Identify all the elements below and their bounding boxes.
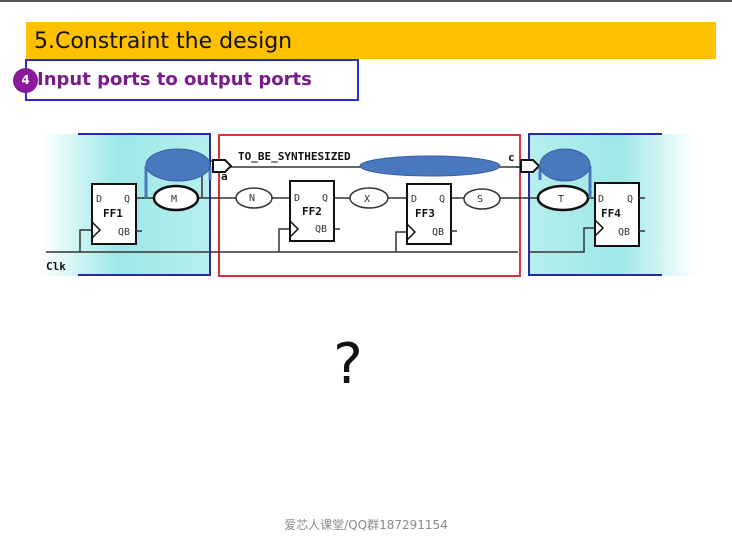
flip-flop-ff3: D Q FF3 QB xyxy=(406,183,457,245)
ff2-pin-qb: QB xyxy=(315,224,327,235)
footer-watermark: 爱芯人课堂/QQ群187291154 xyxy=(284,518,448,532)
logic-cloud-x: X xyxy=(349,187,389,209)
timing-diagram: a c TO_BE_SYNTHESIZED D Q FF1 QB D Q FF2… xyxy=(40,133,696,277)
slide-subtitle: Input ports to output ports xyxy=(25,59,359,101)
ff3-pin-q: Q xyxy=(439,194,445,205)
highlight-ellipse-input xyxy=(144,166,212,198)
ff1-pin-q: Q xyxy=(124,194,130,205)
ff4-pin-d: D xyxy=(598,194,604,205)
output-port-c-label: c xyxy=(508,151,515,164)
logic-cloud-m-label: M xyxy=(171,194,177,205)
ff2-name: FF2 xyxy=(302,205,322,218)
ff3-pin-d: D xyxy=(411,194,417,205)
ff1-pin-d: D xyxy=(96,194,102,205)
highlight-ellipse-input-top xyxy=(145,148,211,182)
logic-cloud-s: S xyxy=(463,188,501,210)
slide-title: 5.Constraint the design xyxy=(26,22,716,59)
question-mark: ? xyxy=(333,332,363,397)
ff2-pin-d: D xyxy=(294,193,300,204)
input-port-a xyxy=(212,159,233,173)
input-port-a-label: a xyxy=(221,170,228,183)
logic-cloud-s-label: S xyxy=(477,194,483,205)
ff1-name: FF1 xyxy=(103,207,123,220)
logic-cloud-m: M xyxy=(152,184,200,212)
output-port-c xyxy=(520,159,541,173)
logic-cloud-n-label: N xyxy=(249,193,255,204)
clock-label: Clk xyxy=(46,260,66,273)
ff4-name: FF4 xyxy=(601,207,621,220)
flip-flop-ff2: D Q FF2 QB xyxy=(289,180,340,242)
highlight-ellipse-path xyxy=(359,155,501,177)
logic-cloud-x-label: X xyxy=(364,194,370,205)
ff3-name: FF3 xyxy=(415,207,435,220)
logic-cloud-n: N xyxy=(235,187,273,209)
ff4-pin-q: Q xyxy=(627,194,633,205)
highlight-ellipse-output-top xyxy=(539,148,591,182)
logic-cloud-t-label: T xyxy=(558,194,564,205)
ff1-pin-qb: QB xyxy=(118,227,130,238)
logic-cloud-t: T xyxy=(536,184,590,212)
ff4-pin-qb: QB xyxy=(618,227,630,238)
top-rule xyxy=(0,0,732,2)
step-badge: 4 xyxy=(13,68,38,93)
flip-flop-ff1: D Q FF1 QB xyxy=(91,183,142,245)
ff2-pin-q: Q xyxy=(322,193,328,204)
ff3-pin-qb: QB xyxy=(432,227,444,238)
flip-flop-ff4: D Q FF4 QB xyxy=(594,182,645,247)
module-label: TO_BE_SYNTHESIZED xyxy=(238,150,351,163)
clock-network xyxy=(46,227,595,253)
